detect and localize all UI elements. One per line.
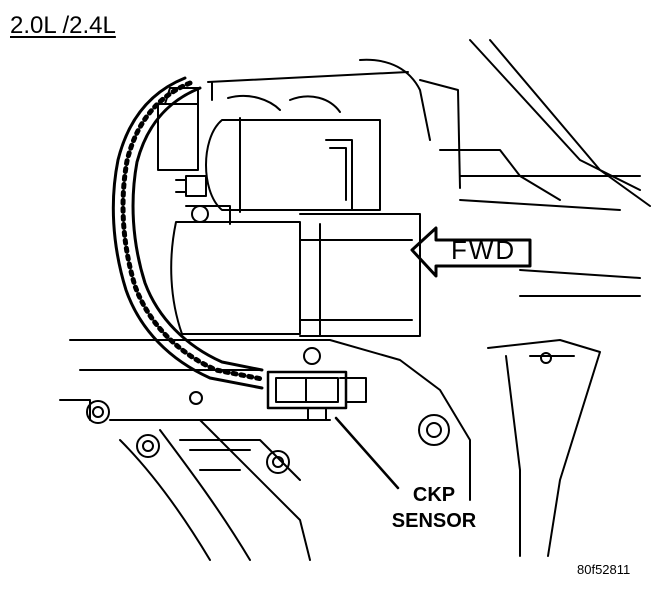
figure-id: 80f52811: [577, 562, 631, 577]
callout-line-2: SENSOR: [391, 510, 477, 532]
fwd-arrow: [410, 226, 532, 278]
ckp-sensor-callout: CKP SENSOR: [384, 482, 484, 534]
direction-label: FWD: [451, 235, 517, 265]
ckp-sensor-connector: [266, 370, 367, 421]
callout-line-1: CKP: [412, 484, 456, 506]
wiring-harness: [111, 76, 265, 390]
callout-leader: [334, 416, 400, 490]
upper-bracket: [157, 58, 461, 189]
transaxle-housing: [59, 339, 471, 561]
starter-motor: [170, 205, 421, 337]
starter-solenoid: [175, 94, 381, 213]
engine-title: 2.0L /2.4L: [10, 12, 116, 39]
right-bracket: [439, 39, 651, 297]
lower-right-bracket: [487, 339, 601, 557]
bolt-heads: [86, 347, 450, 474]
